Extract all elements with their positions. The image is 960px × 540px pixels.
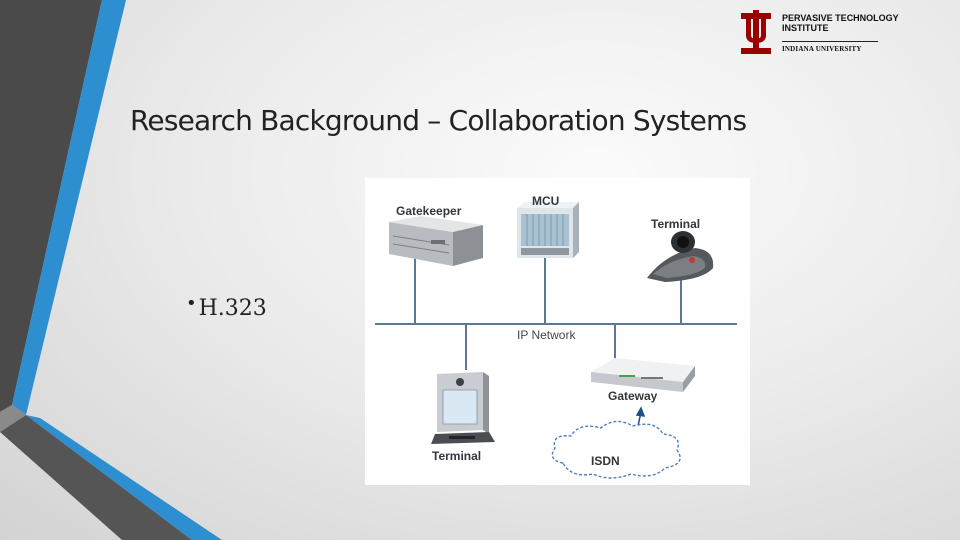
label-gatekeeper: Gatekeeper bbox=[396, 204, 462, 218]
label-terminal-bottom: Terminal bbox=[432, 449, 482, 463]
bullet-text: H.323 bbox=[198, 296, 267, 321]
conference-terminal-icon bbox=[647, 231, 714, 282]
label-gateway: Gateway bbox=[608, 389, 658, 403]
gatekeeper-server-icon bbox=[389, 216, 483, 266]
h323-diagram: Gatekeeper MCU Terminal IP Network Gatew… bbox=[365, 178, 750, 485]
isdn-cloud-icon bbox=[551, 420, 681, 479]
label-terminal-top: Terminal bbox=[651, 217, 701, 231]
bullet-item: •H.323 bbox=[186, 293, 267, 321]
network-lines bbox=[375, 256, 737, 370]
label-isdn: ISDN bbox=[591, 454, 620, 468]
mcu-rack-icon bbox=[517, 202, 579, 258]
indiana-trident-icon bbox=[741, 10, 771, 54]
videophone-terminal-icon bbox=[431, 372, 495, 444]
label-ip-network: IP Network bbox=[517, 328, 576, 342]
slide-title: Research Background – Collaboration Syst… bbox=[130, 104, 747, 137]
logo-divider bbox=[782, 41, 878, 42]
diagram-graphics bbox=[375, 202, 737, 479]
bullet-dot: • bbox=[186, 293, 197, 314]
gateway-device-icon bbox=[591, 358, 695, 392]
label-mcu: MCU bbox=[532, 194, 560, 208]
logo-university-name: INDIANA UNIVERSITY bbox=[782, 45, 862, 53]
pti-logo: PERVASIVE TECHNOLOGY INSTITUTE INDIANA U… bbox=[736, 10, 906, 60]
logo-institute-name: PERVASIVE TECHNOLOGY INSTITUTE bbox=[782, 13, 899, 33]
